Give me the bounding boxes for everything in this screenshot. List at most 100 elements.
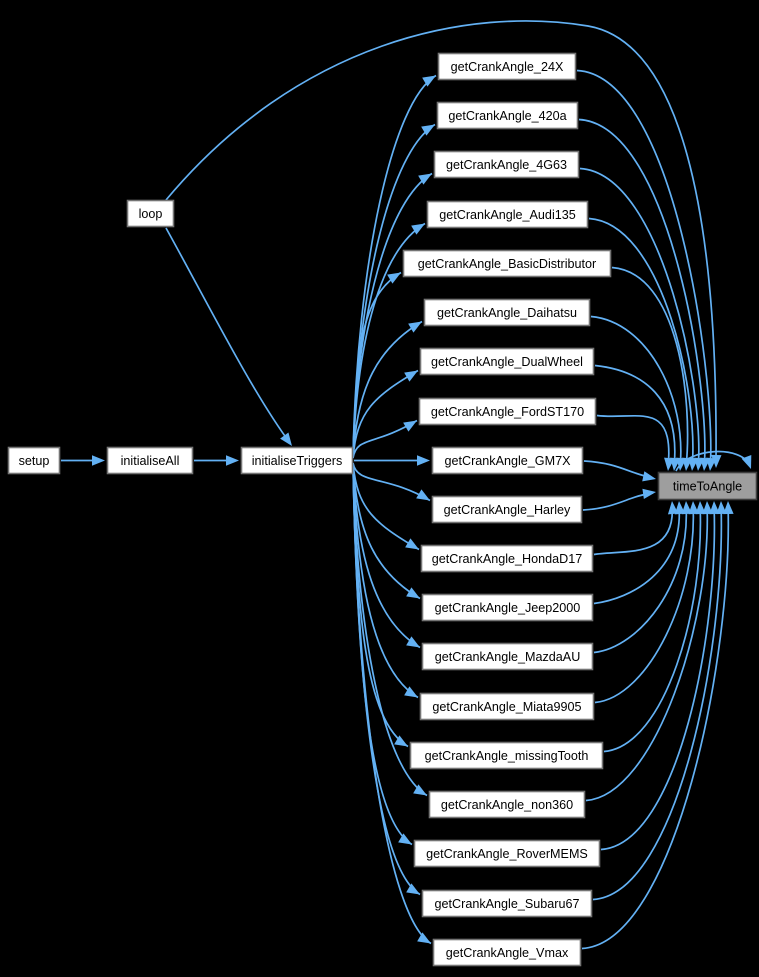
node-getCrankAngle_Subaru67[interactable]: getCrankAngle_Subaru67 [421,889,593,918]
node-getCrankAngle_Audi135[interactable]: getCrankAngle_Audi135 [426,200,589,229]
edge-getCrankAngle_Daihatsu-to-timeToAngle [590,315,682,469]
edge-getCrankAngle_MazdaAU-to-timeToAngle-arrow [681,501,692,515]
edge-getCrankAngle_Miata9905-to-timeToAngle-arrow [688,501,699,515]
node-initialiseAll[interactable]: initialiseAll [106,446,194,475]
node-getCrankAngle_Jeep2000[interactable]: getCrankAngle_Jeep2000 [421,593,594,622]
node-box[interactable] [418,397,597,426]
edge-initialiseTriggers-to-getCrankAngle_DualWheel-arrow [404,370,418,382]
edge-loop-to-initialiseTriggers [165,227,291,444]
node-box[interactable] [7,446,61,475]
node-box[interactable] [433,150,580,179]
node-getCrankAngle_24X[interactable]: getCrankAngle_24X [437,52,577,81]
node-label: getCrankAngle_Audi135 [439,208,576,222]
node-box[interactable] [126,199,175,228]
edge-getCrankAngle_Vmax-to-timeToAngle [581,503,730,950]
node-initialiseTriggers[interactable]: initialiseTriggers [240,446,354,475]
edge-initialiseTriggers-to-getCrankAngle_Harley [352,462,431,502]
node-box[interactable] [240,446,354,475]
node-getCrankAngle_GM7X[interactable]: getCrankAngle_GM7X [431,446,584,475]
edge-initialiseTriggers-to-getCrankAngle_missingTooth-arrow [394,735,408,747]
edge-loop-to-initialiseTriggers-arrow [280,432,292,446]
node-label: getCrankAngle_non360 [441,798,573,812]
node-label: initialiseTriggers [252,454,343,468]
edge-getCrankAngle_Miata9905-to-timeToAngle [594,503,695,704]
node-getCrankAngle_Vmax[interactable]: getCrankAngle_Vmax [432,938,582,967]
edge-initialiseTriggers-to-getCrankAngle_FordST170-arrow [403,420,417,432]
node-box[interactable] [432,938,582,967]
edge-initialiseTriggers-to-getCrankAngle_BasicDistributor [352,271,402,459]
edge-loop-to-timeToAngle [165,20,717,463]
edge-initialiseTriggers-to-getCrankAngle_Subaru67-arrow [406,883,420,895]
node-box[interactable] [421,642,594,671]
node-box[interactable] [409,741,604,770]
node-box[interactable] [402,249,612,278]
edge-getCrankAngle_24X-to-timeToAngle [576,69,712,469]
node-label: getCrankAngle_Jeep2000 [435,601,581,615]
edge-getCrankAngle_missingTooth-to-timeToAngle [603,503,702,753]
edge-initialiseTriggers-to-getCrankAngle_24X-arrow [422,75,436,87]
node-getCrankAngle_Harley[interactable]: getCrankAngle_Harley [431,495,583,524]
edge-getCrankAngle_HondaD17-to-timeToAngle-arrow [667,501,679,515]
node-getCrankAngle_non360[interactable]: getCrankAngle_non360 [428,790,586,819]
node-setup[interactable]: setup [7,446,61,475]
node-label: getCrankAngle_DualWheel [431,355,583,369]
edge-initialiseTriggers-to-getCrankAngle_HondaD17-arrow [405,538,419,550]
edge-getCrankAngle_DualWheel-to-timeToAngle [594,364,676,469]
node-box[interactable] [426,200,589,229]
node-label: getCrankAngle_HondaD17 [432,552,583,566]
node-box[interactable] [419,692,595,721]
node-getCrankAngle_Daihatsu[interactable]: getCrankAngle_Daihatsu [423,298,591,327]
node-label: getCrankAngle_missingTooth [425,749,589,763]
node-label: getCrankAngle_4G63 [446,158,567,172]
edge-initialiseTriggers-to-getCrankAngle_MazdaAU-arrow [406,636,420,648]
node-box[interactable] [437,52,577,81]
edge-initialiseTriggers-to-getCrankAngle_Vmax [352,462,432,945]
node-box[interactable] [436,101,579,130]
node-getCrankAngle_BasicDistributor[interactable]: getCrankAngle_BasicDistributor [402,249,612,278]
node-box[interactable] [431,446,584,475]
node-getCrankAngle_4G63[interactable]: getCrankAngle_4G63 [433,150,580,179]
edge-getCrankAngle_FordST170-to-timeToAngle [596,414,670,469]
edge-getCrankAngle_Subaru67-to-timeToAngle [592,503,723,901]
edge-getCrankAngle_Subaru67-to-timeToAngle-arrow [716,501,727,515]
edge-getCrankAngle_420a-to-timeToAngle [578,118,706,469]
node-box[interactable] [423,298,591,327]
edge-setup-to-initialiseAll-arrow [92,455,105,466]
edge-getCrankAngle_MazdaAU-to-timeToAngle [593,503,688,654]
edge-initialiseTriggers-to-getCrankAngle_non360-arrow [413,784,427,796]
node-box[interactable] [106,446,194,475]
edge-getCrankAngle_Jeep2000-to-timeToAngle [593,503,681,605]
edge-initialiseTriggers-to-getCrankAngle_Daihatsu [352,320,423,459]
node-label: getCrankAngle_FordST170 [431,405,584,419]
edge-initialiseTriggers-to-getCrankAngle_420a-arrow [421,124,435,136]
node-getCrankAngle_MazdaAU[interactable]: getCrankAngle_MazdaAU [421,642,594,671]
edge-initialiseTriggers-to-getCrankAngle_4G63-arrow [418,173,432,185]
node-getCrankAngle_HondaD17[interactable]: getCrankAngle_HondaD17 [420,544,594,573]
node-box[interactable] [431,495,583,524]
node-layer: setup loop initialiseAll initialiseTriggers… [7,52,758,967]
node-label: getCrankAngle_RoverMEMS [426,847,588,861]
edge-layer [61,20,752,950]
node-box[interactable] [421,593,594,622]
node-getCrankAngle_420a[interactable]: getCrankAngle_420a [436,101,579,130]
node-getCrankAngle_Miata9905[interactable]: getCrankAngle_Miata9905 [419,692,595,721]
edge-getCrankAngle_Vmax-to-timeToAngle-arrow [723,501,734,515]
node-getCrankAngle_missingTooth[interactable]: getCrankAngle_missingTooth [409,741,604,770]
node-getCrankAngle_DualWheel[interactable]: getCrankAngle_DualWheel [419,347,595,376]
node-loop[interactable]: loop [126,199,175,228]
node-box[interactable] [413,839,601,868]
edge-initialiseTriggers-to-getCrankAngle_GM7X-arrow [417,455,430,466]
edge-getCrankAngle_non360-to-timeToAngle [585,503,709,802]
edge-initialiseTriggers-to-getCrankAngle_Audi135-arrow [411,223,425,235]
node-getCrankAngle_FordST170[interactable]: getCrankAngle_FordST170 [418,397,597,426]
node-getCrankAngle_RoverMEMS[interactable]: getCrankAngle_RoverMEMS [413,839,601,868]
node-label: getCrankAngle_420a [448,109,566,123]
edge-getCrankAngle_Harley-to-timeToAngle [582,492,654,511]
node-box[interactable] [428,790,586,819]
node-box[interactable] [421,889,593,918]
node-label: getCrankAngle_Miata9905 [432,700,581,714]
node-box[interactable] [420,544,594,573]
node-box[interactable] [419,347,595,376]
edge-initialiseTriggers-to-getCrankAngle_BasicDistributor-arrow [387,272,401,284]
